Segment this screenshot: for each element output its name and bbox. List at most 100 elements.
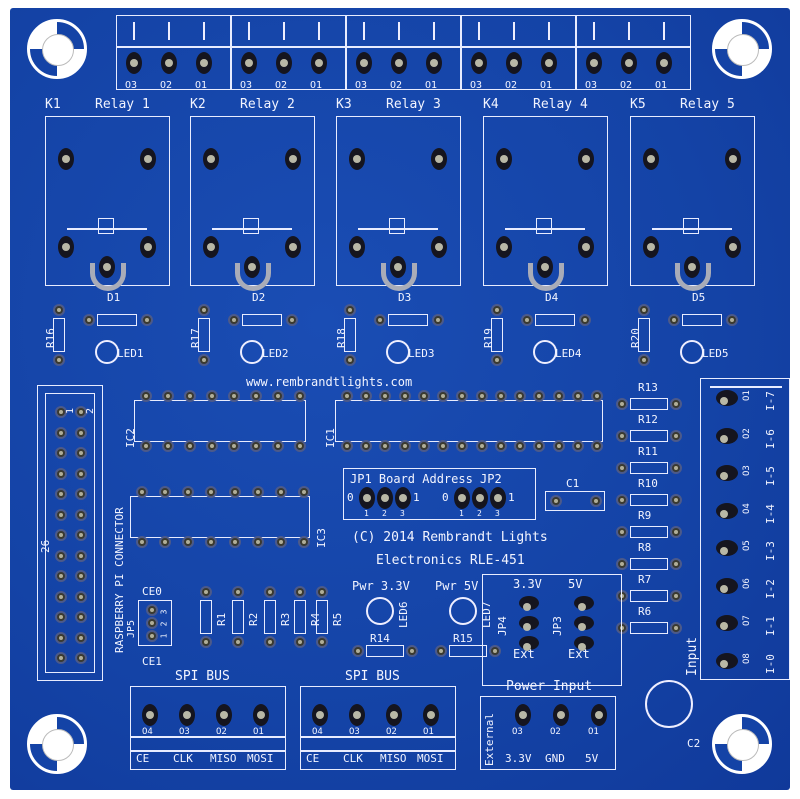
resistor	[264, 600, 276, 634]
header-pin	[75, 529, 87, 541]
resistor-ref: R16	[44, 328, 57, 348]
resistor-ref: R1	[215, 612, 228, 626]
terminal-screw-pad	[276, 52, 292, 74]
resistor-pad	[670, 590, 682, 602]
ic-pin	[379, 390, 392, 402]
input-channel-label: I-5	[764, 466, 777, 486]
jumper-pin	[359, 487, 375, 509]
resistor-pad	[53, 354, 65, 366]
contact-symbol	[433, 22, 435, 40]
spi-bus-title: SPI BUS	[175, 669, 230, 684]
terminal-screw-pad	[586, 52, 602, 74]
ic-pin	[250, 390, 262, 402]
contact-symbol	[363, 22, 365, 40]
pin1-label: 1	[65, 407, 77, 415]
resistor-pad	[53, 304, 65, 316]
diode-pad	[579, 314, 591, 326]
jp5-ce1: CE1	[142, 655, 162, 668]
resistor	[630, 526, 668, 538]
power-resistor-ref: R15	[453, 632, 473, 645]
ic-pin	[184, 440, 196, 452]
terminal-pin-label: O2	[390, 80, 403, 91]
power-screw-pad	[553, 704, 569, 726]
ic-pin	[494, 390, 507, 402]
terminal-pin-label: O1	[425, 80, 438, 91]
ic-ref: IC1	[324, 428, 337, 448]
spi-screw-pad	[349, 704, 365, 726]
relay-slot	[90, 263, 126, 291]
spi-signal-label: MOSI	[247, 752, 274, 765]
relay-pad	[643, 236, 659, 258]
relay-pad	[58, 148, 74, 170]
ic-pin	[298, 486, 310, 498]
input-pin-label: O4	[742, 502, 752, 514]
product-text: Electronics RLE-451	[376, 553, 525, 568]
relay-coil-symbol	[243, 218, 259, 234]
resistor	[366, 645, 404, 657]
relay-pad	[285, 148, 301, 170]
resistor-pad	[670, 462, 682, 474]
power-pin-label: O3	[512, 727, 523, 737]
contact-symbol	[663, 22, 665, 40]
mounting-hole	[712, 714, 772, 774]
power-led-label: Pwr 5V	[435, 579, 479, 593]
diode-pad	[521, 314, 533, 326]
spi-pin-label: O1	[423, 727, 434, 737]
ic3	[130, 496, 310, 538]
resistor-pad	[232, 636, 244, 648]
resistor-pad	[670, 622, 682, 634]
c2-capacitor	[645, 680, 693, 728]
relay-slot	[235, 263, 271, 291]
c1-pad	[550, 495, 562, 507]
spi-pin-label: O1	[253, 727, 264, 737]
terminal-pin-label: O2	[275, 80, 288, 91]
spi-screw-pad	[179, 704, 195, 726]
spi-divider	[130, 736, 286, 738]
led-ref: LED4	[555, 347, 582, 360]
ic-pin	[591, 390, 603, 402]
ic-pin	[162, 390, 174, 402]
input-pin-label: O8	[742, 652, 752, 664]
terminal-divider	[116, 46, 231, 48]
resistor	[200, 600, 212, 634]
jumper-one-label: 1	[508, 491, 515, 504]
terminal-screw-pad	[656, 52, 672, 74]
terminal-pin-label: O3	[470, 80, 483, 91]
relay-wire	[212, 228, 292, 230]
led-ref: LED3	[408, 347, 435, 360]
diode-pad	[668, 314, 680, 326]
spi-signal-label: MOSI	[417, 752, 444, 765]
terminal-pin-label: O2	[160, 80, 173, 91]
ic-pin	[475, 440, 488, 452]
ic-pin	[251, 486, 264, 498]
input-pin-label: O1	[742, 390, 752, 401]
jumper-pin	[574, 636, 594, 651]
diode	[682, 314, 722, 326]
jp5-pin-number: 2	[159, 621, 169, 627]
connector-inner	[45, 393, 95, 673]
spi-pin-label: O3	[179, 727, 190, 737]
jumper-pin	[574, 616, 594, 631]
ic-pin	[571, 390, 584, 402]
ic-pin	[552, 390, 565, 402]
diode-ref: D5	[692, 291, 706, 304]
resistor-pad	[200, 586, 212, 598]
relay-pad	[349, 236, 365, 258]
resistor	[449, 645, 487, 657]
led-ref: LED5	[702, 347, 729, 360]
led-ref: LED1	[117, 347, 144, 360]
ic-pin	[417, 440, 430, 452]
ic-pin	[228, 440, 240, 452]
resistor-ref: R8	[638, 541, 652, 554]
resistor-ref: R5	[331, 612, 344, 626]
power-resistor-ref: R14	[370, 632, 390, 645]
ic-pin	[205, 486, 218, 498]
led-footprint	[680, 340, 704, 364]
relay-slot	[528, 263, 564, 291]
header-pin	[55, 529, 67, 541]
header-pin	[55, 508, 67, 521]
resistor-ref: R13	[638, 381, 658, 394]
spi-screw-pad	[312, 704, 328, 726]
resistor-pad	[435, 645, 447, 657]
